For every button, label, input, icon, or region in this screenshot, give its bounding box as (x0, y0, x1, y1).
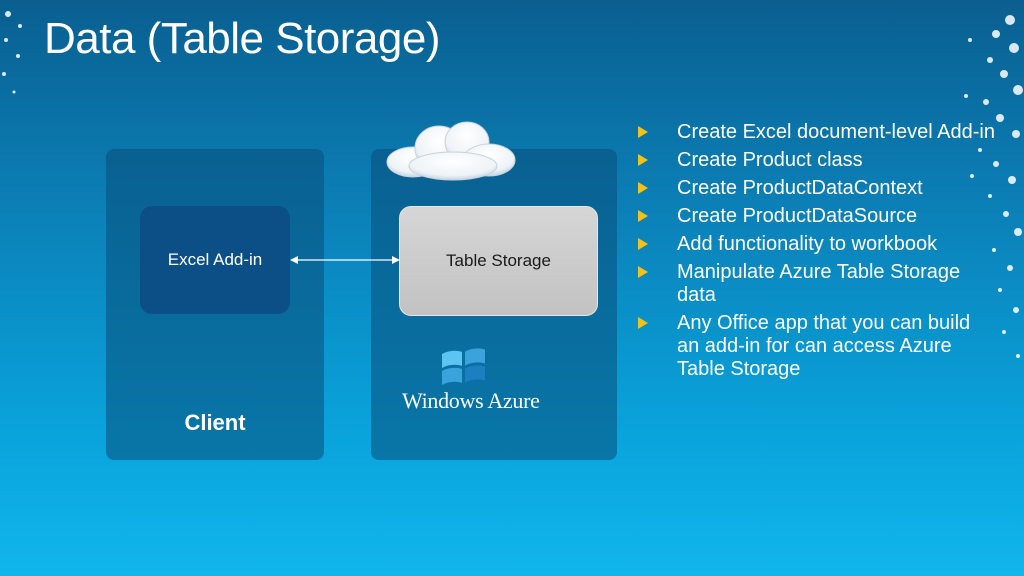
bullet-item: Create Product class (636, 149, 996, 172)
table-storage-label: Table Storage (446, 251, 551, 270)
triangle-bullet-icon (638, 182, 648, 194)
page-title: Data (Table Storage) (44, 14, 441, 63)
triangle-bullet-icon (638, 238, 648, 250)
triangle-bullet-icon (638, 154, 648, 166)
excel-addin-label: Excel Add-in (167, 250, 263, 269)
bullet-item: Create Excel document-level Add-in (636, 121, 996, 144)
triangle-bullet-icon (638, 210, 648, 222)
triangle-bullet-icon (638, 266, 648, 278)
bullet-item: Create ProductDataContext (636, 177, 996, 200)
excel-addin-box: Excel Add-in (140, 206, 290, 314)
triangle-bullet-icon (638, 317, 648, 329)
triangle-bullet-icon (638, 126, 648, 138)
client-label: Client (184, 410, 246, 435)
bullet-list: Create Excel document-level Add-in Creat… (636, 121, 996, 386)
table-storage-box: Table Storage (399, 206, 598, 316)
cloud-icon (386, 121, 516, 181)
bullet-item: Create ProductDataSource (636, 205, 996, 228)
bullet-item: Add functionality to workbook (636, 233, 996, 256)
bullet-item: Any Office app that you can build an add… (636, 312, 996, 381)
windows-flag-icon (442, 348, 485, 385)
windows-azure-logo-text: Windows Azure (402, 388, 540, 413)
bullet-item: Manipulate Azure Table Storage data (636, 261, 996, 307)
double-arrow-icon (290, 256, 400, 264)
